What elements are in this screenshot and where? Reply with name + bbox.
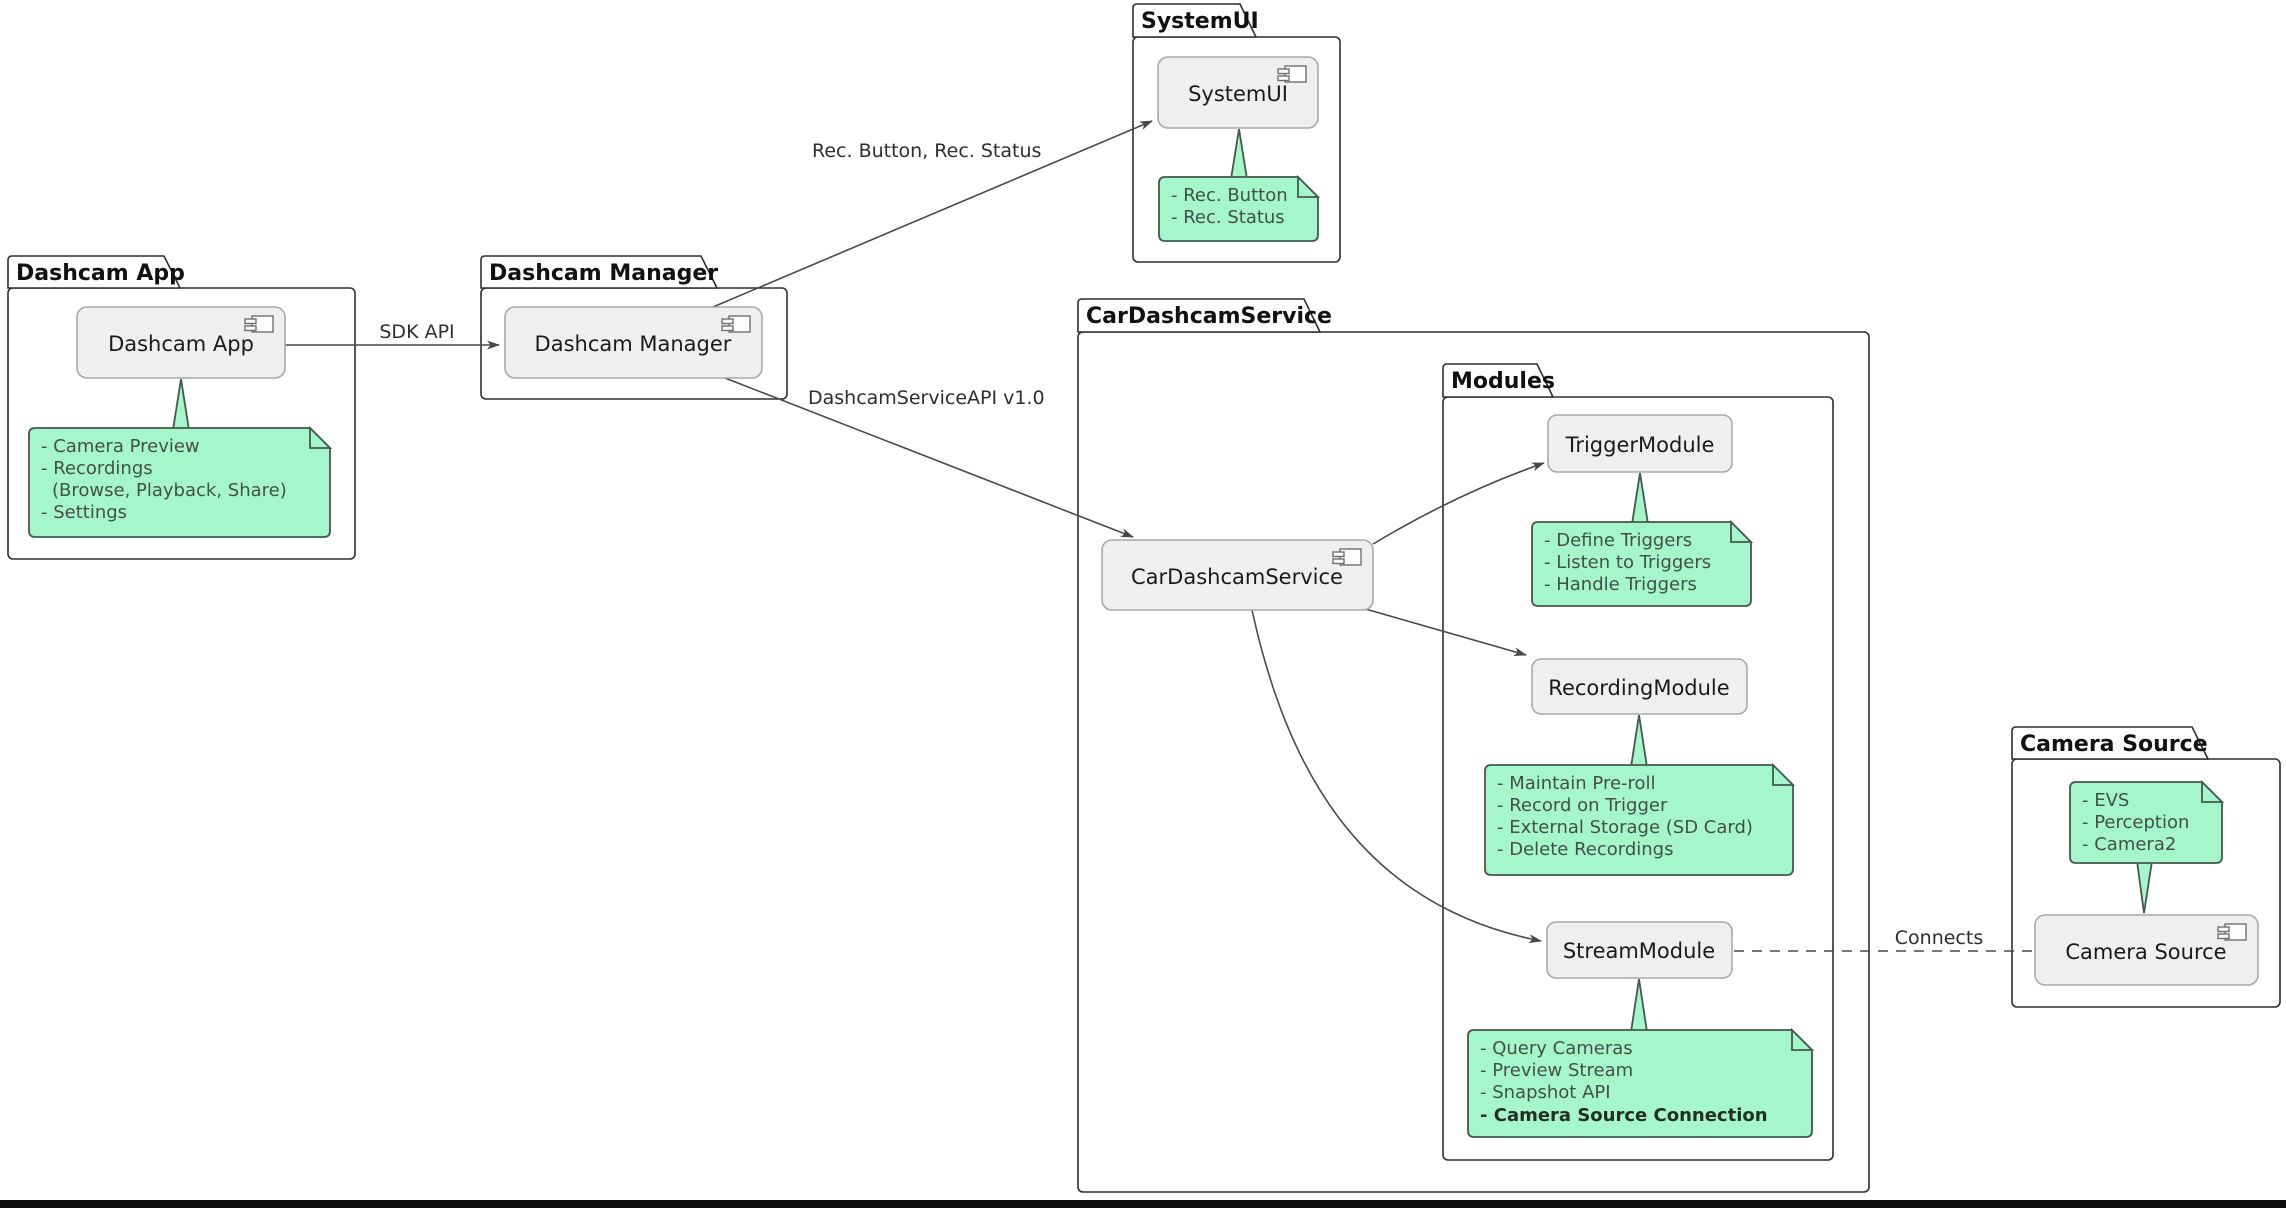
component-dashcam-manager: Dashcam Manager (504, 306, 763, 379)
component-label: StreamModule (1563, 939, 1715, 963)
component-label: CarDashcamService (1131, 565, 1343, 589)
component-icon (1277, 65, 1307, 83)
edge-service-to-recording (1361, 607, 1527, 657)
note-line-bold: - Camera Source Connection (1480, 1105, 1768, 1126)
component-icon (721, 315, 751, 333)
package-title: Modules (1451, 369, 1555, 394)
note-line: - Rec. Button (1171, 185, 1288, 206)
component-camera-source: Camera Source (2034, 914, 2259, 986)
component-icon (2217, 923, 2247, 941)
edge-service-to-trigger (1372, 462, 1545, 545)
note-line: - Recordings (41, 458, 153, 479)
component-trigger-module: TriggerModule (1547, 414, 1733, 473)
component-recording-module: RecordingModule (1531, 658, 1748, 715)
edges: SDK API Rec. Button, Rec. Status Dashcam… (285, 120, 2033, 952)
edge-label-rec-button-status: Rec. Button, Rec. Status (812, 140, 1041, 162)
package-title: CarDashcamService (1086, 304, 1332, 329)
component-stream-module: StreamModule (1546, 921, 1733, 979)
package-title: Camera Source (2020, 732, 2208, 757)
note-line: - Listen to Triggers (1544, 552, 1711, 573)
package-title: Dashcam Manager (489, 261, 718, 286)
note-line: - Snapshot API (1480, 1082, 1611, 1103)
note-line: - Preview Stream (1480, 1060, 1633, 1081)
note-line: - Define Triggers (1544, 530, 1692, 551)
note-line: - Settings (41, 502, 127, 523)
component-label: RecordingModule (1548, 676, 1729, 700)
component-dashcam-app: Dashcam App (76, 306, 286, 379)
note-line: - External Storage (SD Card) (1497, 817, 1753, 838)
note-line: - Camera2 (2082, 834, 2176, 855)
bottom-bar (0, 1200, 2286, 1208)
note-line: - Record on Trigger (1497, 795, 1668, 816)
edge-rec-button-status (712, 120, 1153, 308)
note-camera-source: - EVS - Perception - Camera2 (2069, 779, 2225, 864)
component-car-dashcam-service: CarDashcamService (1101, 539, 1374, 611)
package-title: SystemUI (1141, 9, 1259, 34)
edge-label-sdk-api: SDK API (379, 321, 454, 343)
note-line: - Perception (2082, 812, 2189, 833)
note-systemui: - Rec. Button - Rec. Status (1158, 174, 1321, 242)
note-line: (Browse, Playback, Share) (52, 480, 287, 501)
note-stream-module: - Query Cameras - Preview Stream - Snaps… (1467, 1027, 1815, 1138)
edge-label-connects: Connects (1895, 927, 1983, 949)
note-line: - Query Cameras (1480, 1038, 1633, 1059)
component-label: Dashcam Manager (535, 332, 732, 356)
note-line: - Handle Triggers (1544, 574, 1697, 595)
component-label: Camera Source (2065, 940, 2226, 964)
component-label: SystemUI (1188, 82, 1288, 106)
component-icon (244, 315, 274, 333)
component-label: Dashcam App (108, 332, 254, 356)
note-dashcam-app: - Camera Preview - Recordings (Browse, P… (28, 425, 333, 538)
note-line: - EVS (2082, 790, 2129, 811)
component-icon (1332, 548, 1362, 566)
edge-dashcam-service-api (724, 377, 1134, 538)
note-line: - Camera Preview (41, 436, 200, 457)
component-systemui: SystemUI (1157, 56, 1319, 129)
note-line: - Maintain Pre-roll (1497, 773, 1656, 794)
package-title: Dashcam App (16, 261, 185, 286)
note-line: - Rec. Status (1171, 207, 1285, 228)
edge-service-to-stream (1251, 609, 1542, 944)
note-recording-module: - Maintain Pre-roll - Record on Trigger … (1484, 762, 1796, 876)
edge-label-dashcam-service-api: DashcamServiceAPI v1.0 (808, 387, 1045, 409)
note-trigger-module: - Define Triggers - Listen to Triggers -… (1531, 519, 1754, 607)
component-label: TriggerModule (1565, 433, 1715, 457)
note-line: - Delete Recordings (1497, 839, 1673, 860)
